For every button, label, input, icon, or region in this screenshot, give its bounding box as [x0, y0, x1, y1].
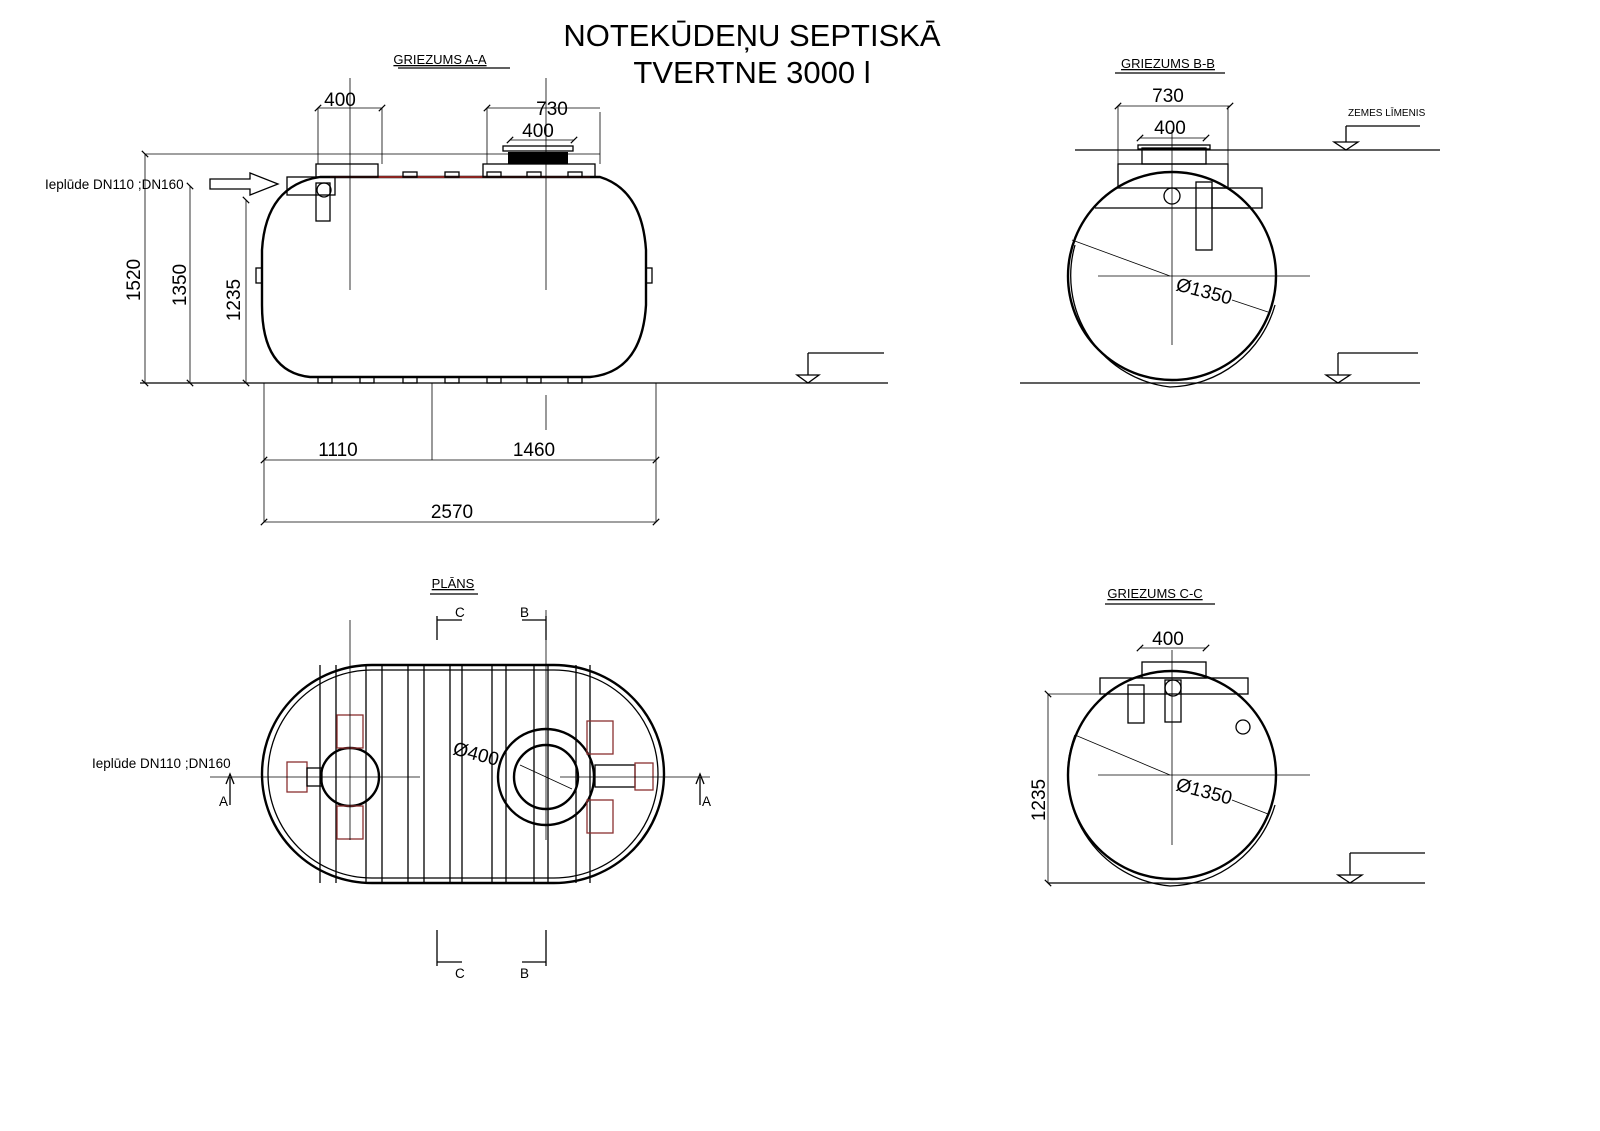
section-bb: GRIEZUMS B-B Ø1350 ZEMES LĪMENIS 730 400 — [1020, 56, 1440, 388]
section-cc: GRIEZUMS C-C Ø1350 400 1235 — [1029, 586, 1425, 887]
dim-length-total: 2570 — [431, 502, 473, 523]
section-bb-label: GRIEZUMS B-B — [1121, 56, 1215, 71]
cut-mark-b-top: B — [520, 605, 529, 620]
dim-height-body: 1350 — [170, 264, 191, 306]
inlet-arrow-icon — [209, 172, 280, 196]
ground-level-label: ZEMES LĪMENIS — [1348, 107, 1426, 119]
bb-dim-inner: 400 — [1154, 118, 1186, 139]
riser-right — [482, 163, 596, 178]
dim-length-right: 1460 — [513, 440, 555, 461]
dim-riser-left: 400 — [324, 90, 356, 111]
title-line-2: TVERTNE 3000 l — [633, 55, 870, 90]
cc-diameter: Ø1350 — [1174, 775, 1235, 810]
ground-level-symbol-icon — [1331, 141, 1361, 151]
title-line-1: NOTEKŪDEŅU SEPTISKĀ — [563, 18, 941, 53]
manhole-lid — [508, 152, 568, 164]
cc-dim-inner: 400 — [1152, 629, 1184, 650]
cut-mark-a-right: A — [702, 794, 711, 809]
dim-height-inlet: 1235 — [224, 279, 245, 321]
cut-mark-a-left: A — [219, 794, 228, 809]
cc-dim-height: 1235 — [1029, 779, 1050, 821]
inlet-pipe — [286, 176, 336, 196]
section-aa: GRIEZUMS A-A Ieplūde DN110 ;DN160 — [45, 52, 888, 526]
bb-diameter: Ø1350 — [1174, 275, 1235, 310]
inlet-label: Ieplūde DN110 ;DN160 — [45, 177, 184, 192]
dim-riser-right-inner: 400 — [522, 121, 554, 142]
dim-length-left: 1110 — [318, 440, 357, 461]
dim-height-total: 1520 — [124, 259, 145, 301]
plan-inlet-label: Ieplūde DN110 ;DN160 — [92, 756, 231, 771]
bb-dim-outer: 730 — [1152, 86, 1184, 107]
title-block: NOTEKŪDEŅU SEPTISKĀ TVERTNE 3000 l — [563, 18, 941, 90]
plan-diameter: Ø400 — [451, 739, 501, 771]
tank-outline-plan — [260, 663, 666, 885]
plan-view: PLĀNS Ø400 Ieplūde DN110 ;DN160 — [92, 576, 711, 981]
cut-mark-c-bottom: C — [455, 966, 465, 981]
cut-marks: A A C B C B — [219, 605, 711, 981]
plan-label: PLĀNS — [432, 576, 475, 591]
tank-body-side — [260, 175, 648, 379]
section-aa-label: GRIEZUMS A-A — [393, 52, 487, 67]
cut-mark-b-bottom: B — [520, 966, 529, 981]
riser-left — [315, 163, 379, 178]
section-cc-label: GRIEZUMS C-C — [1107, 586, 1202, 601]
cut-mark-c-top: C — [455, 605, 465, 620]
dim-riser-right-outer: 730 — [536, 99, 568, 120]
